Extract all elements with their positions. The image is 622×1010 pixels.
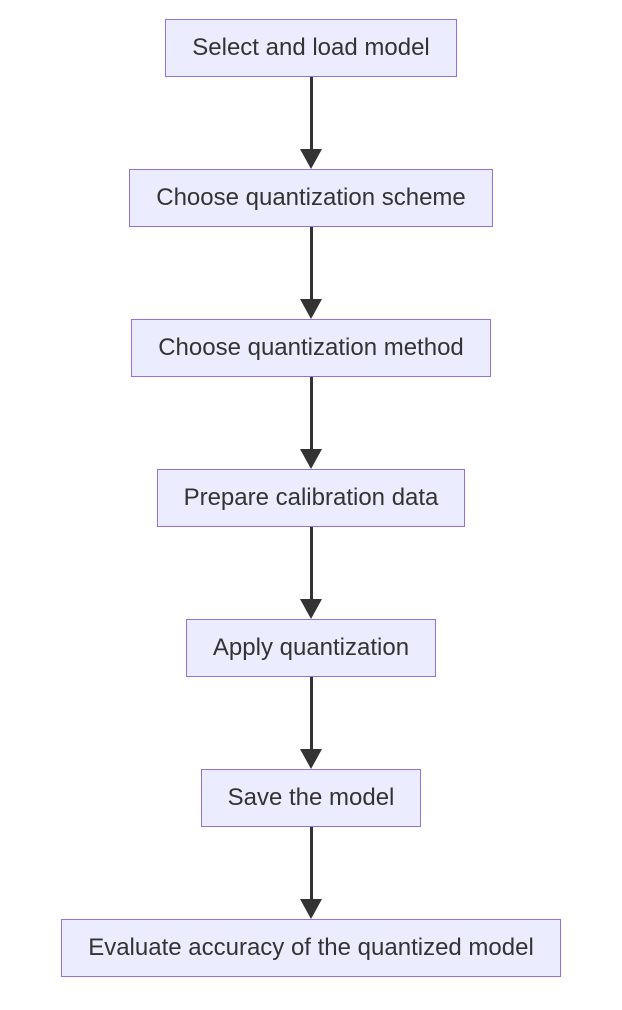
arrow-line (309, 527, 313, 599)
flow-node-label: Choose quantization method (158, 334, 464, 361)
flow-node-label: Save the model (227, 784, 395, 811)
flow-node-save-the-model: Save the model (200, 769, 422, 827)
flow-node-choose-quantization-method: Choose quantization method (131, 319, 491, 377)
flow-edge-4 (300, 527, 322, 619)
flow-edge-6 (300, 827, 322, 919)
arrow-line (309, 77, 313, 149)
arrow-line (309, 827, 313, 899)
arrow-head-icon (300, 449, 322, 469)
flow-node-label: Apply quantization (212, 634, 410, 661)
flow-edge-5 (300, 677, 322, 769)
flow-node-select-load-model: Select and load model (165, 19, 457, 77)
arrow-head-icon (300, 749, 322, 769)
flow-edge-1 (300, 77, 322, 169)
flow-node-prepare-calibration-data: Prepare calibration data (156, 469, 466, 527)
arrow-head-icon (300, 299, 322, 319)
flow-edge-3 (300, 377, 322, 469)
flow-node-label: Prepare calibration data (183, 484, 439, 511)
flow-node-label: Choose quantization scheme (156, 184, 466, 211)
arrow-head-icon (300, 149, 322, 169)
arrow-line (309, 377, 313, 449)
flow-node-label: Select and load model (192, 34, 430, 61)
flow-node-choose-quantization-scheme: Choose quantization scheme (129, 169, 493, 227)
flow-node-apply-quantization: Apply quantization (185, 619, 437, 677)
flow-node-label: Evaluate accuracy of the quantized model (88, 934, 534, 961)
flow-node-evaluate-accuracy: Evaluate accuracy of the quantized model (61, 919, 561, 977)
flow-edge-2 (300, 227, 322, 319)
arrow-line (309, 677, 313, 749)
arrow-line (309, 227, 313, 299)
arrow-head-icon (300, 899, 322, 919)
arrow-head-icon (300, 599, 322, 619)
